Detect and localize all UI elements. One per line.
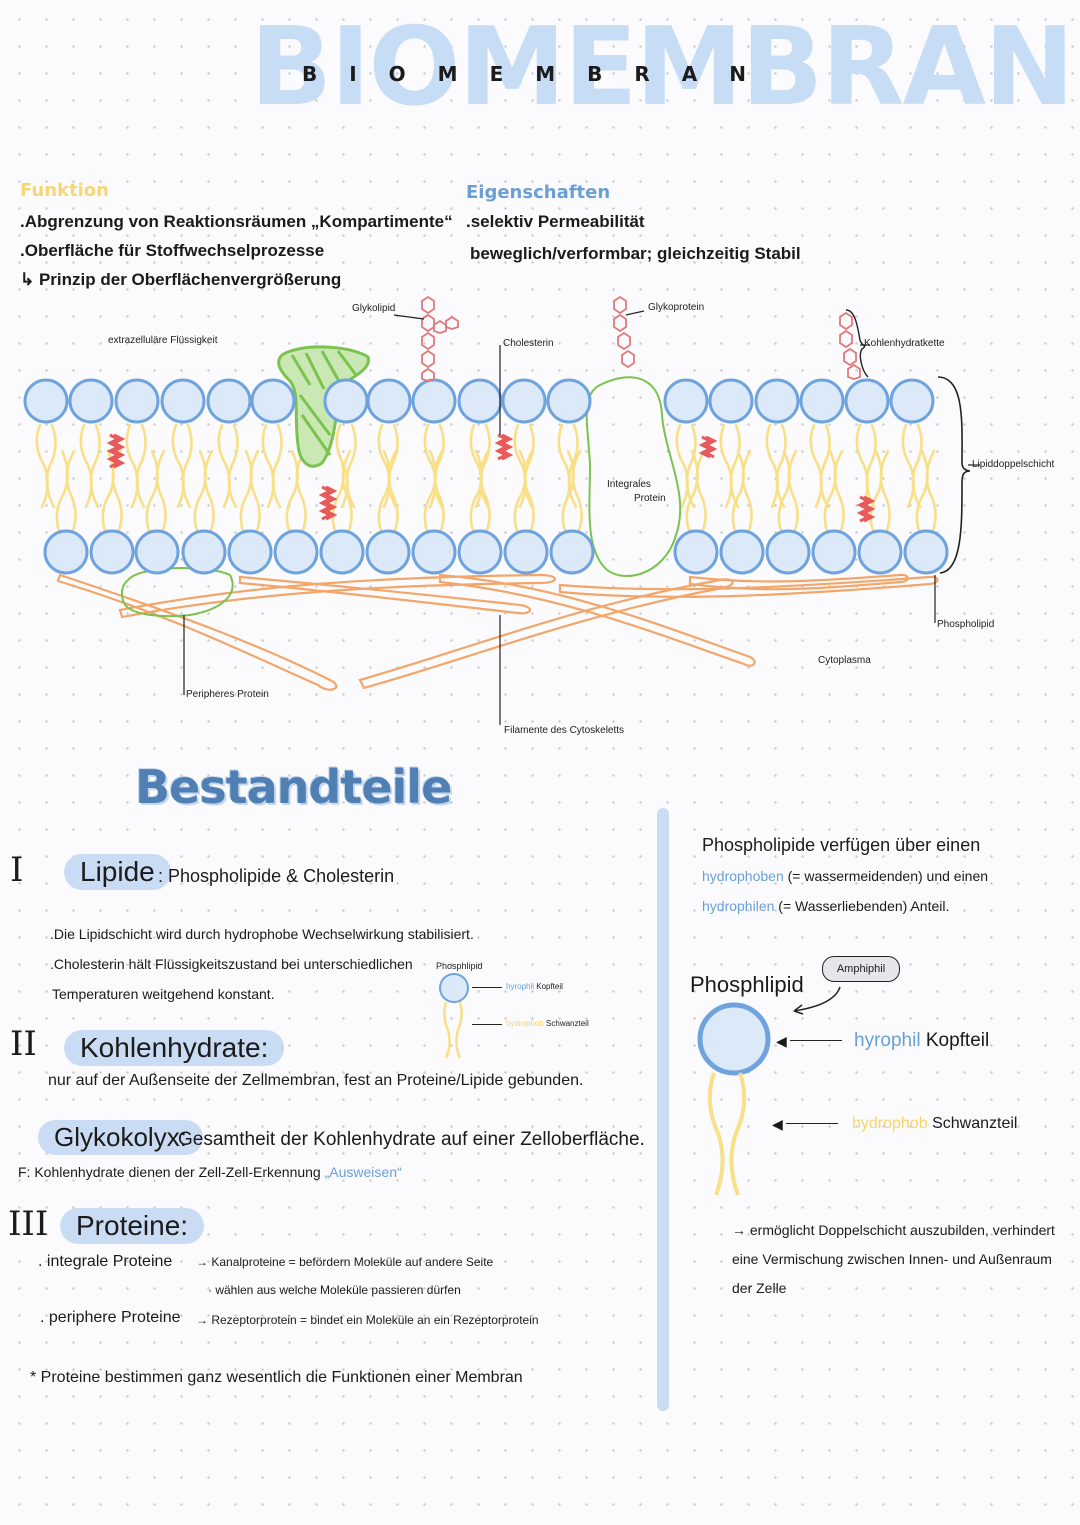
label-integrales: Integrales (607, 479, 651, 490)
mini-tail-line (472, 1024, 502, 1025)
phospholipid-big-icon (697, 986, 841, 1196)
label-cytoplasma: Cytoplasma (818, 655, 871, 666)
lipide-line-3: Temperaturen weitgehend konstant. (52, 986, 275, 1002)
label-cholesterin: Cholesterin (503, 338, 554, 349)
lipide-line-2: .Cholesterin hält Flüssigkeitszustand be… (50, 956, 413, 972)
label-glykoprotein: Glykoprotein (648, 302, 705, 313)
result-line-2: eine Vermischung zwischen Innen- und Auß… (732, 1251, 1052, 1267)
cholesterol-molecules (106, 433, 876, 523)
mini-head-label: hyrophil Kopfteil (506, 982, 563, 991)
glykokalyx-text: Gesamtheit der Kohlenhydrate auf einer Z… (178, 1129, 645, 1150)
mini-phospholipid-title: Phosphlipid (436, 961, 483, 971)
funktion-line-2: .Oberfläche für Stoffwechselprozesse (20, 241, 325, 260)
glykokalyx-title: Glykokolyx: (38, 1120, 203, 1155)
page-title-background: BIOMEMBRAN (250, 5, 1074, 130)
integral-text-2: · wählen aus welche Moleküle passieren d… (208, 1283, 461, 1297)
cytoskeleton-filaments (56, 573, 939, 691)
eigenschaften-heading: Eigenschaften (466, 182, 611, 203)
page-title: BIOMEMBRAN (301, 62, 778, 86)
numeral-i: I (10, 850, 24, 890)
sugar-bracket (845, 309, 869, 378)
tail-label: hydrophob Schwanzteil (852, 1115, 1018, 1132)
sugar-chains (421, 295, 861, 382)
bestandteile-heading: Bestandteile (135, 760, 452, 814)
integral-protein (585, 376, 682, 577)
green-glycoprotein (277, 345, 370, 468)
lipid-bracket (937, 376, 971, 574)
numeral-iii: III (8, 1204, 49, 1244)
mini-tail-label: hydrophob Schwanzteil (506, 1019, 589, 1028)
upper-tails (35, 423, 923, 509)
label-phospholipid: Phospholipid (937, 619, 995, 630)
lower-tails (55, 449, 937, 535)
integral-text-1: → Kanalproteine = befördern Moleküle auf… (196, 1255, 494, 1269)
right-line-3: hydrophilen (= Wasserliebenden) Anteil. (702, 898, 950, 914)
label-glykolipid: Glykolipid (352, 303, 396, 314)
funktion-heading: Funktion (20, 180, 109, 201)
result-line-1: → ermöglicht Doppelschicht auszubilden, … (732, 1222, 1055, 1238)
kohlenhydrate-title: Kohlenhydrate: (64, 1030, 285, 1066)
lower-heads (43, 529, 949, 575)
label-protein: Protein (634, 493, 666, 504)
upper-heads (23, 378, 935, 424)
eigenschaften-line-1: .selektiv Permeabilität (466, 212, 645, 231)
f-line: F: Kohlenhydrate dienen der Zell-Zell-Er… (18, 1164, 402, 1180)
label-lipiddoppelschicht: Lipiddoppelschicht (972, 459, 1055, 470)
vertical-divider (657, 808, 669, 1411)
funktion-line-3: ↳ Prinzip der Oberflächenvergrößerung (20, 270, 342, 289)
mini-head-line (472, 987, 502, 988)
proteine-note: * Proteine bestimmen ganz wesentlich die… (30, 1369, 523, 1386)
label-filamente: Filamente des Cytoskeletts (504, 725, 625, 736)
head-label: hyrophil Kopfteil (854, 1030, 990, 1051)
right-line-1: Phospholipide verfügen über einen (702, 835, 981, 855)
head-arrow-tip: ◀ (776, 1033, 787, 1049)
label-extrazellulaere: extrazelluläre Flüssigkeit (108, 335, 218, 346)
label-peripheres-protein: Peripheres Protein (186, 689, 269, 700)
result-line-3: der Zelle (732, 1280, 787, 1296)
peripheral-protein (120, 567, 234, 618)
leader-lines (183, 310, 980, 725)
head-arrow-line (790, 1040, 842, 1041)
funktion-line-1: .Abgrenzung von Reaktionsräumen „Kompart… (20, 212, 453, 231)
tail-arrow-line (786, 1123, 838, 1124)
right-line-2: hydrophoben (= wassermeidenden) und eine… (702, 868, 989, 884)
lipide-line-1: .Die Lipidschicht wird durch hydrophobe … (50, 926, 474, 942)
periphere-text-1: → Rezeptorprotein = bindet ein Moleküle … (196, 1313, 539, 1327)
periphere-label: . periphere Proteine (40, 1309, 181, 1326)
lipide-subtitle: : Phospholipide & Cholesterin (158, 866, 395, 886)
kohlenhydrate-line: nur auf der Außenseite der Zellmembran, … (48, 1072, 584, 1089)
amphiphil-badge: Amphiphil (822, 956, 900, 982)
eigenschaften-line-2: beweglich/verformbar; gleichzeitig Stabi… (470, 244, 801, 263)
integral-label: . integrale Proteine (38, 1253, 173, 1270)
numeral-ii: II (10, 1024, 37, 1064)
membrane-diagram (23, 295, 980, 725)
proteine-title: Proteine: (60, 1208, 205, 1244)
label-kohlenhydratkette: Kohlenhydratkette (864, 338, 945, 349)
tail-arrow-tip: ◀ (772, 1116, 783, 1132)
phospholipid-big-title: Phosphlipid (690, 972, 804, 997)
lipide-title: Lipide (64, 854, 171, 890)
mini-phospholipid-icon (439, 973, 469, 1059)
